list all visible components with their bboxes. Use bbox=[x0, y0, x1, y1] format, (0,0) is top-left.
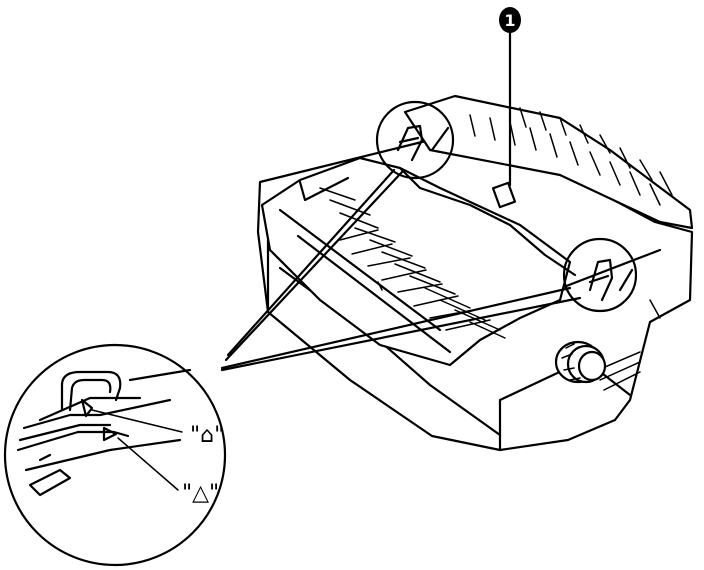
left-lever-detail bbox=[396, 124, 450, 162]
platen-bar bbox=[398, 166, 577, 277]
callout-number: 1 bbox=[504, 11, 515, 30]
leader-line-right-upper bbox=[220, 286, 572, 370]
leader-line-right-lower bbox=[220, 296, 582, 372]
marker-leader-bottom bbox=[117, 437, 179, 491]
platen-knob bbox=[554, 340, 607, 384]
magnified-detail bbox=[3, 343, 227, 567]
highlight-circle-left-lever bbox=[375, 100, 455, 180]
marker-leader-top bbox=[91, 409, 183, 433]
leader-line-left bbox=[224, 170, 404, 362]
callout-badge-1: 1 bbox=[499, 7, 521, 187]
access-cover bbox=[260, 156, 572, 367]
leader-line-left-upper bbox=[226, 168, 396, 357]
label-bottom-marker: "△" bbox=[182, 481, 219, 506]
highlight-circle-right-lever bbox=[562, 237, 638, 313]
label-top-marker: "⌂" bbox=[190, 423, 224, 448]
paper-separator bbox=[403, 94, 694, 230]
right-lever-detail bbox=[588, 258, 634, 302]
